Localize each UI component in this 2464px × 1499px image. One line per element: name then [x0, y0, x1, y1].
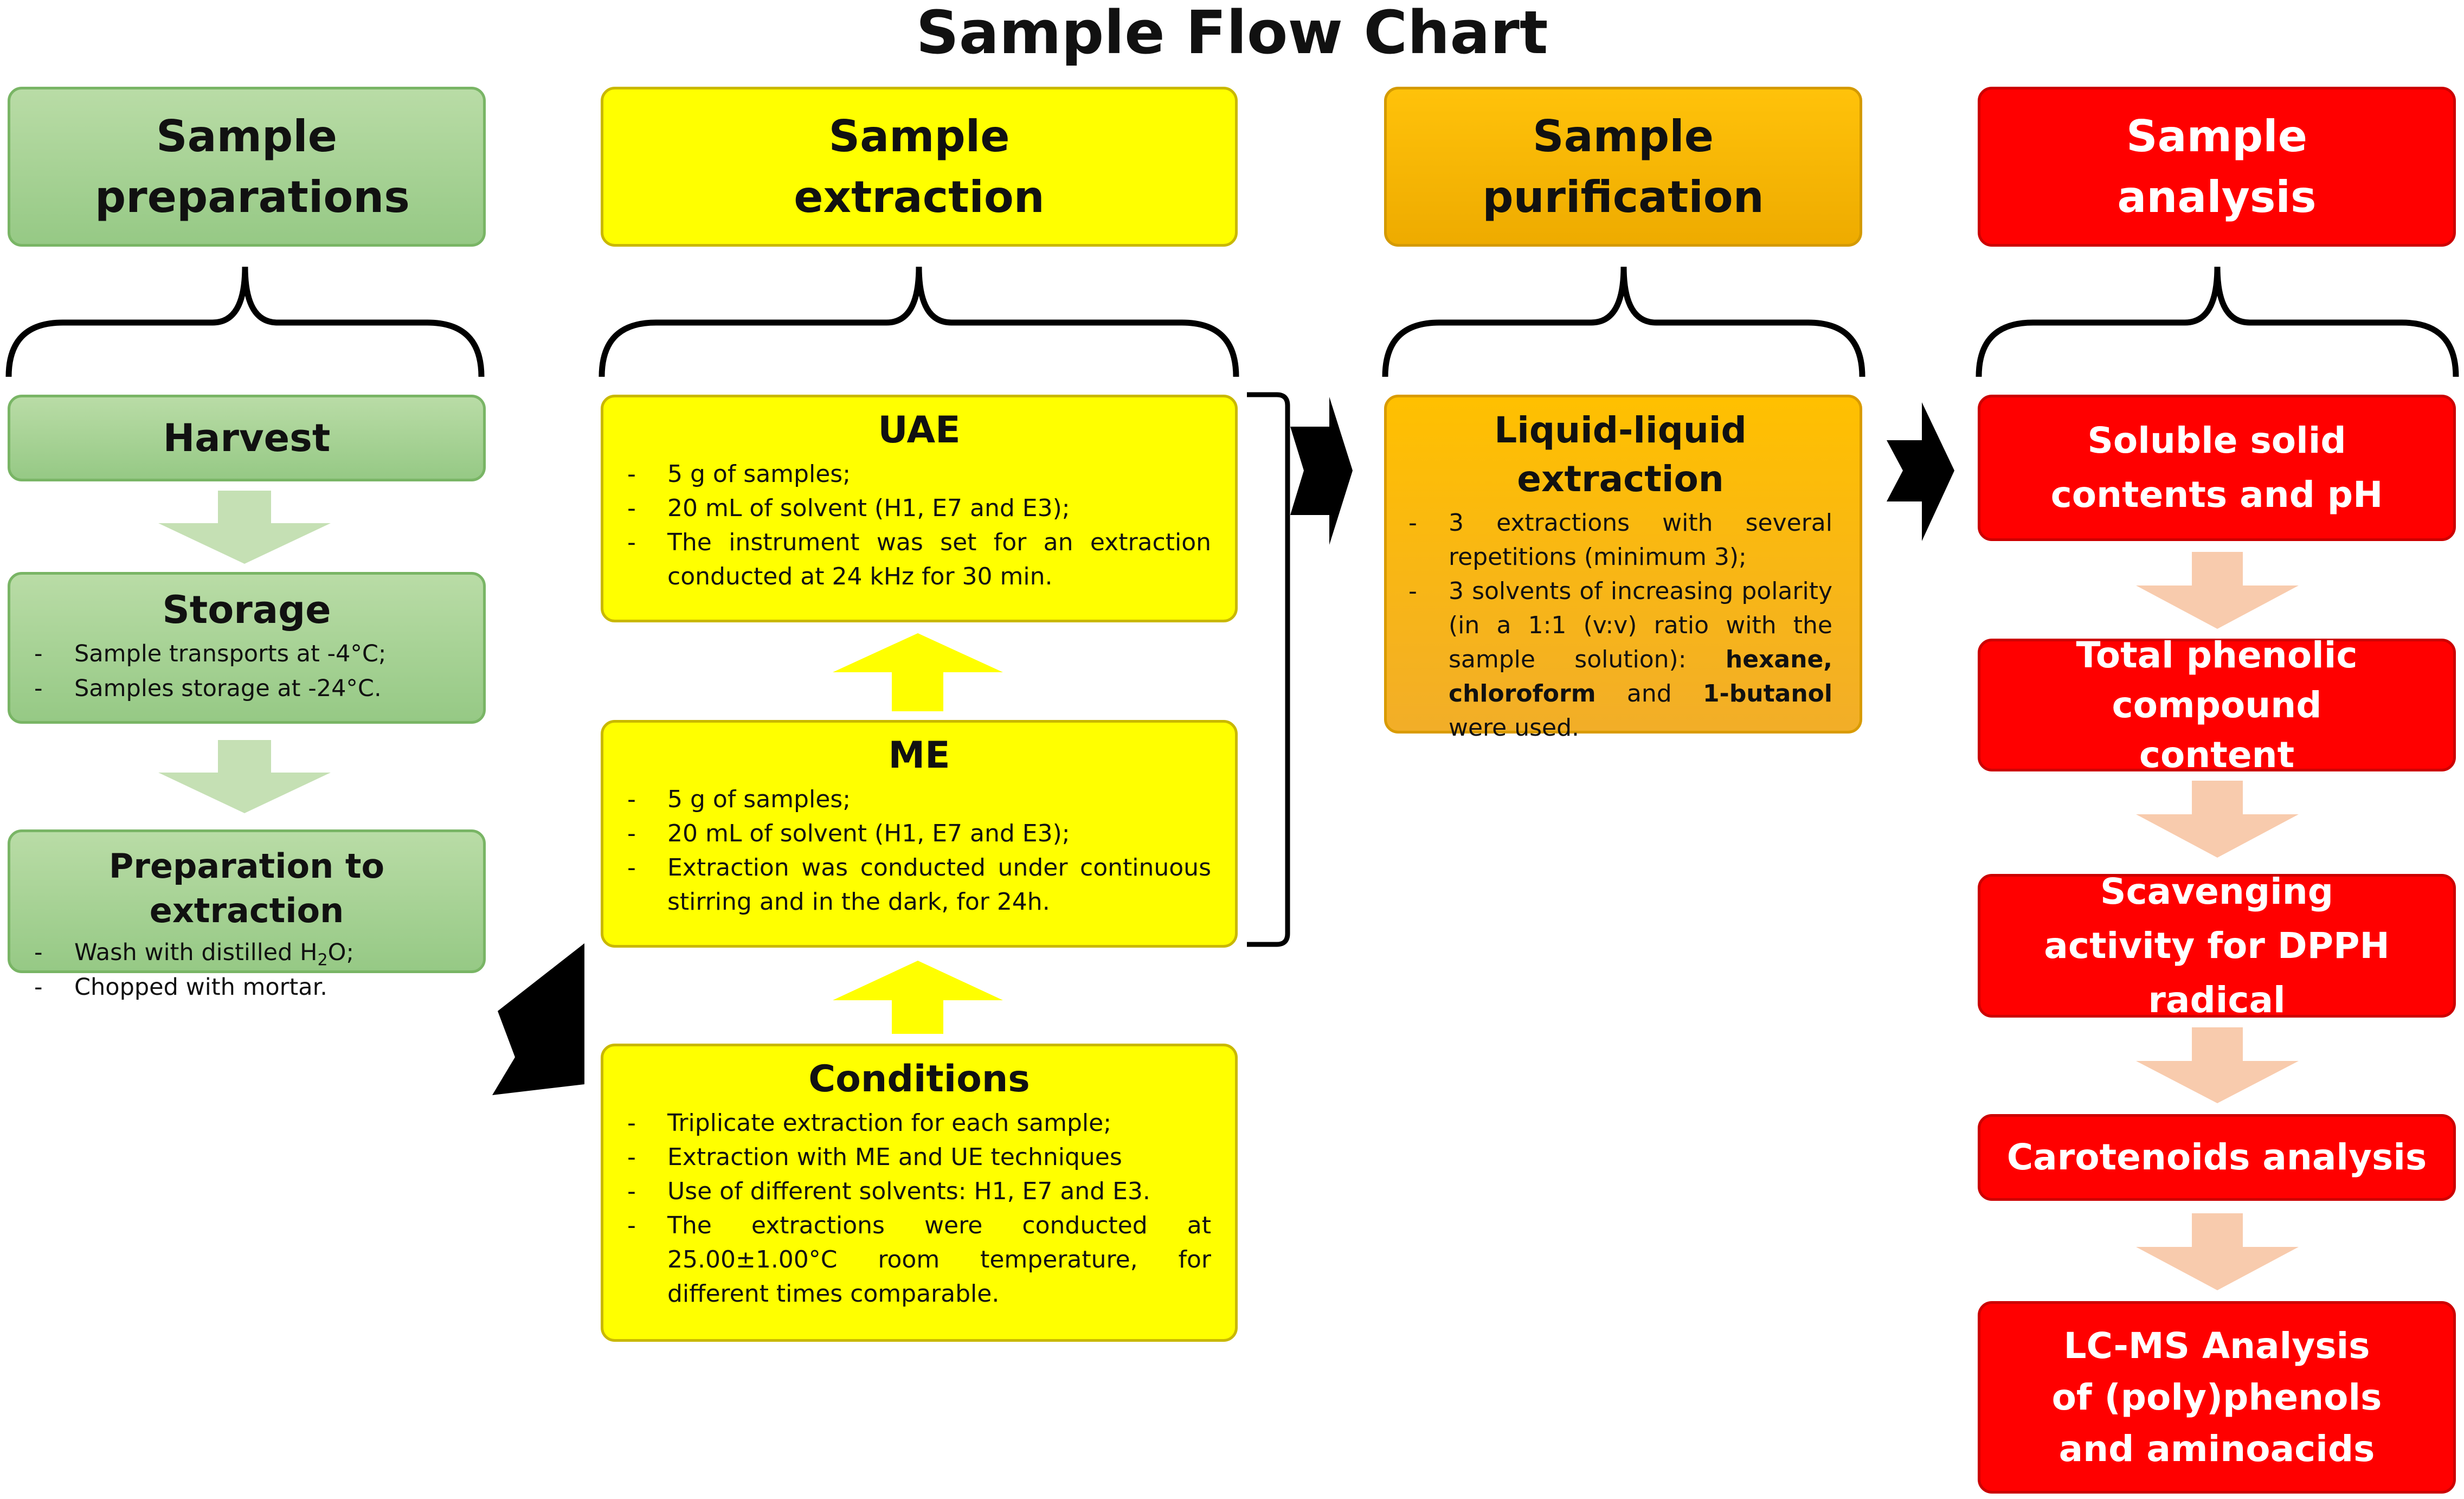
preparation-box: Preparation to extraction Wash with dist…	[8, 829, 486, 1005]
list-item: Sample transports at -4°C;	[34, 636, 459, 671]
list-item: Triplicate extraction for each sample;	[627, 1106, 1211, 1140]
list-item: Use of different solvents: H1, E7 and E3…	[627, 1174, 1211, 1208]
stage-label: Sample preparations	[95, 111, 410, 222]
stage-header-preparation: Sample preparations	[8, 87, 486, 247]
analysis-label: LC-MS Analysis of (poly)phenols and amin…	[2051, 1325, 2382, 1470]
arrow-black-to-analysis	[1887, 402, 1954, 541]
liquid-liquid-title: Liquid-liquid extraction	[1494, 409, 1747, 500]
list-item: 20 mL of solvent (H1, E7 and E3);	[627, 491, 1211, 525]
bracket-uae-me	[1247, 392, 1290, 947]
solvent-hexane: hexane,	[1725, 646, 1832, 673]
arrow-down-salmon-2	[2136, 781, 2299, 858]
arrow-down-salmon-4	[2136, 1213, 2299, 1290]
analysis-label: Carotenoids analysis	[2006, 1136, 2427, 1178]
list-item: Chopped with mortar.	[34, 970, 459, 1005]
analysis-label: Scavenging activity for DPPH radical	[2044, 870, 2390, 1021]
purification-list: 3 extractions with several repetitions (…	[1408, 506, 1832, 745]
harvest-box: Harvest	[8, 395, 486, 481]
conditions-title: Conditions	[808, 1058, 1030, 1101]
arrow-up-yellow-2	[833, 961, 1003, 1034]
arrow-down-green-1	[158, 491, 331, 564]
list-item: The instrument was set for an extraction…	[627, 525, 1211, 594]
wash-text: Wash with distilled H	[74, 939, 318, 966]
arrow-black-to-me	[492, 943, 584, 1095]
analysis-carotenoids: Carotenoids analysis	[1978, 1114, 2456, 1201]
analysis-label: Soluble solid contents and pH	[2050, 420, 2383, 516]
arrow-down-green-2	[158, 740, 331, 813]
analysis-dpph: Scavenging activity for DPPH radical	[1978, 871, 2456, 1021]
me-box: ME 5 g of samples; 20 mL of solvent (H1,…	[601, 720, 1238, 948]
uae-box: UAE 5 g of samples; 20 mL of solvent (H1…	[601, 395, 1238, 622]
preparation-list: Wash with distilled H2O; Chopped with mo…	[34, 935, 459, 1005]
solvents-suffix: were used.	[1449, 714, 1580, 742]
list-item: 5 g of samples;	[627, 457, 1211, 491]
and-text: and	[1626, 680, 1672, 707]
storage-title: Storage	[162, 588, 331, 632]
list-item: 20 mL of solvent (H1, E7 and E3);	[627, 816, 1211, 851]
brace-purification	[1382, 266, 1865, 377]
analysis-total-phenolic: Total phenolic compound content	[1978, 634, 2456, 776]
stage-label: Sample analysis	[2117, 111, 2317, 222]
wash-suffix: O;	[327, 939, 354, 966]
me-list: 5 g of samples; 20 mL of solvent (H1, E7…	[627, 782, 1211, 919]
stage-label: Sample extraction	[794, 111, 1045, 222]
brace-extraction	[599, 266, 1239, 377]
uae-list: 5 g of samples; 20 mL of solvent (H1, E7…	[627, 457, 1211, 594]
stage-label: Sample purification	[1482, 111, 1764, 222]
me-title: ME	[888, 734, 950, 777]
arrow-down-salmon-1	[2136, 552, 2299, 629]
list-item: 3 solvents of increasing polarity (in a …	[1408, 574, 1832, 745]
list-item: 5 g of samples;	[627, 782, 1211, 816]
arrow-down-salmon-3	[2136, 1027, 2299, 1103]
storage-list: Sample transports at -4°C; Samples stora…	[34, 636, 459, 706]
stage-header-analysis: Sample analysis	[1978, 87, 2456, 247]
solvent-butanol: 1-butanol	[1702, 680, 1832, 707]
analysis-soluble-solids: Soluble solid contents and pH	[1978, 395, 2456, 541]
wash-subscript: 2	[317, 950, 328, 970]
arrow-up-yellow-1	[833, 633, 1003, 711]
harvest-label: Harvest	[163, 416, 331, 460]
uae-title: UAE	[878, 409, 961, 452]
preparation-title: Preparation to extraction	[108, 846, 385, 930]
list-item: Extraction with ME and UE techniques	[627, 1140, 1211, 1174]
solvents-text: 3 solvents of increasing polarity (in a …	[1449, 577, 1832, 673]
list-item: Samples storage at -24°C.	[34, 671, 459, 706]
stage-header-extraction: Sample extraction	[601, 87, 1238, 247]
conditions-list: Triplicate extraction for each sample; E…	[627, 1106, 1211, 1311]
analysis-label: Total phenolic compound content	[2076, 634, 2358, 776]
stage-header-purification: Sample purification	[1384, 87, 1862, 247]
list-item: Extraction was conducted under continuou…	[627, 851, 1211, 919]
list-item: The extractions were conducted at 25.00±…	[627, 1208, 1211, 1311]
brace-analysis	[1976, 266, 2459, 377]
analysis-lcms: LC-MS Analysis of (poly)phenols and amin…	[1978, 1301, 2456, 1494]
liquid-liquid-box: Liquid-liquid extraction 3 extractions w…	[1384, 395, 1862, 742]
list-item: Wash with distilled H2O;	[34, 935, 459, 970]
conditions-box: Conditions Triplicate extraction for eac…	[601, 1044, 1238, 1342]
brace-preparation	[5, 266, 485, 377]
storage-box: Storage Sample transports at -4°C; Sampl…	[8, 572, 486, 724]
arrow-black-to-purification	[1290, 397, 1353, 545]
chart-title: Sample Flow Chart	[916, 0, 1548, 67]
solvent-chloroform: chloroform	[1449, 680, 1596, 707]
list-item: 3 extractions with several repetitions (…	[1408, 506, 1832, 574]
